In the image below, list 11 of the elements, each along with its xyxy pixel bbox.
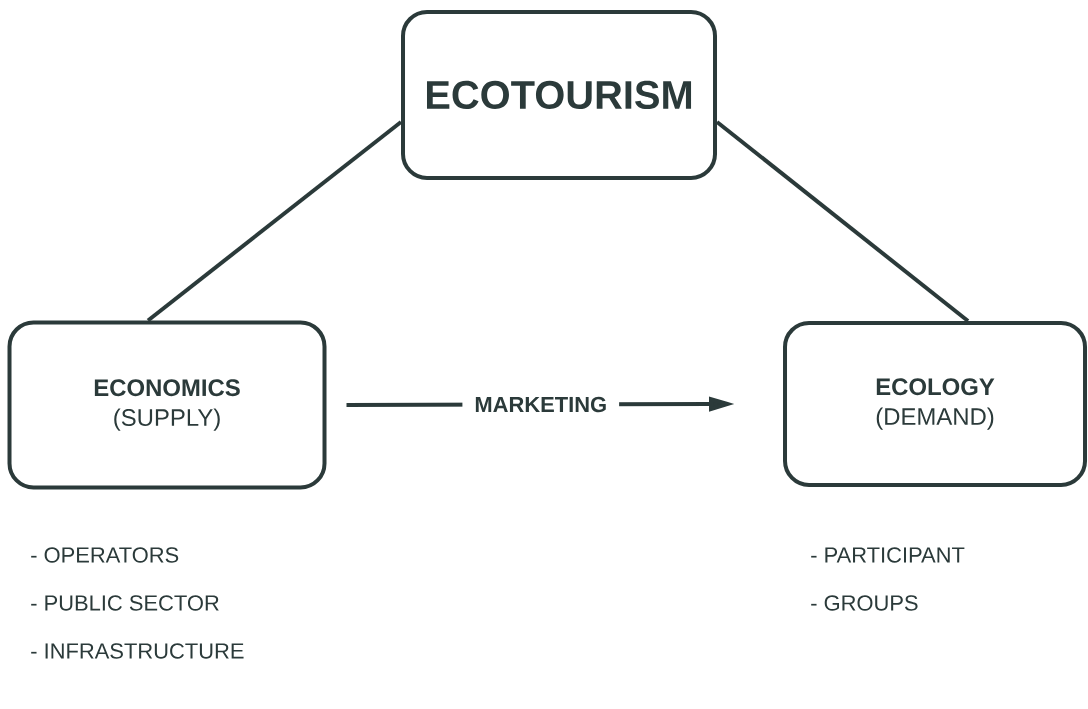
connector bbox=[715, 120, 970, 323]
connector bbox=[146, 120, 403, 323]
list-item: - GROUPS bbox=[811, 595, 918, 611]
list-item: - PUBLIC SECTOR bbox=[31, 595, 219, 611]
list-item: - OPERATORS bbox=[31, 547, 179, 563]
list-item: - PARTICIPANT bbox=[811, 547, 965, 563]
box: ECOLOGY (DEMAND) bbox=[783, 321, 1087, 487]
edge-label: MARKETING bbox=[475, 396, 606, 413]
list-item: - INFRASTRUCTURE bbox=[31, 643, 244, 659]
box: ECONOMICS (SUPPLY) bbox=[7, 320, 327, 490]
box: ECOTOURISM bbox=[401, 10, 717, 180]
